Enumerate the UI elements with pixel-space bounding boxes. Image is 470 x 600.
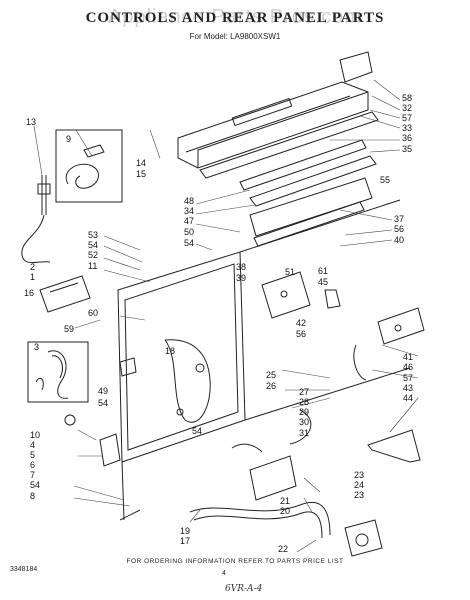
callout-38: 38 [236,262,246,272]
callout-17: 17 [180,536,190,546]
callout-18: 18 [165,346,175,356]
leveling-leg [367,429,421,463]
handwritten-note: 6VR-A-4 [225,584,263,594]
callout-31: 31 [299,428,309,438]
small-parts-left [64,357,137,467]
rear-panel [117,251,246,463]
console-trim [239,139,377,237]
callout-46: 46 [403,362,413,372]
callout-19: 19 [180,526,190,536]
callout-16: 16 [24,288,34,298]
callout-33: 33 [402,123,412,133]
callout-10: 10 [30,430,40,440]
callout-59: 59 [64,324,74,334]
callout-42: 42 [296,318,306,328]
control-console [177,51,379,179]
cord-assembly [21,175,51,264]
callout-44: 44 [403,393,413,403]
callout-40: 40 [394,235,404,245]
ordering-note: FOR ORDERING INFORMATION REFER TO PARTS … [126,558,344,565]
bracket-plate [39,275,91,313]
callout-49: 49 [98,386,108,396]
callout-60: 60 [88,308,98,318]
control-bracket [253,201,365,319]
callout-11: 11 [88,261,97,271]
callout-7: 7 [30,470,35,480]
callout-27: 27 [299,387,309,397]
callout-57: 57 [403,373,413,383]
callout-54: 54 [98,398,108,408]
callout-50: 50 [184,227,194,237]
callout-30: 30 [299,417,309,427]
callout-3: 3 [34,342,39,352]
callout-53: 53 [88,230,98,240]
callout-56: 56 [296,329,306,339]
callout-32: 32 [402,103,412,113]
callout-45: 45 [318,277,328,287]
callout-26: 26 [266,381,276,391]
power-cord-inset [55,129,123,203]
callout-2: 2 [30,262,35,272]
callout-numbers: 58 32 57 33 36 35 55 37 56 40 13 9 14 15… [24,93,413,554]
callout-34: 34 [184,206,194,216]
callout-37: 37 [394,214,404,224]
callout-23: 23 [354,490,364,500]
callout-4: 4 [30,440,35,450]
document-code: 3348184 [10,566,38,573]
callout-56: 56 [394,224,404,234]
cabinet-frame [119,199,411,521]
callout-5: 5 [30,450,35,460]
callout-54: 54 [30,480,40,490]
callout-6: 6 [30,460,35,470]
callout-24: 24 [354,480,364,490]
callout-35: 35 [402,144,412,154]
callout-48: 48 [184,196,194,206]
callout-39: 39 [236,273,246,283]
callout-52: 52 [88,250,98,260]
callout-22: 22 [278,544,288,554]
model-subtitle: For Model: LA9800XSW1 [189,32,281,41]
page-number: 4 [222,570,226,577]
callout-9: 9 [66,134,71,144]
callout-15: 15 [136,169,146,179]
callout-36: 36 [402,133,412,143]
callout-23: 23 [354,470,364,480]
callout-29: 29 [299,407,309,417]
hose-inset [27,341,89,403]
callout-1: 1 [30,272,35,282]
callout-58: 58 [402,93,412,103]
callout-25: 25 [266,370,276,380]
diagram-title: CONTROLS AND REAR PANEL PARTS [85,10,385,26]
callout-28: 28 [299,397,309,407]
callout-14: 14 [136,158,146,168]
callout-57: 57 [402,113,412,123]
callout-13: 13 [26,117,36,127]
callout-51: 51 [285,267,295,277]
callout-8: 8 [30,491,35,501]
callout-54: 54 [184,238,194,248]
drain-hose [189,501,383,557]
callout-20: 20 [280,506,290,516]
leader-lines [33,79,419,553]
callout-43: 43 [403,383,413,393]
callout-54: 54 [88,240,98,250]
callout-54: 54 [192,426,202,436]
callout-61: 61 [318,266,328,276]
watermark: Appliance Parts Pros.com [107,6,363,28]
callout-41: 41 [403,352,413,362]
callout-21: 21 [280,496,290,506]
pump-assembly [231,409,312,501]
switch-module [353,307,425,381]
callout-55: 55 [380,175,390,185]
callout-47: 47 [184,216,194,226]
